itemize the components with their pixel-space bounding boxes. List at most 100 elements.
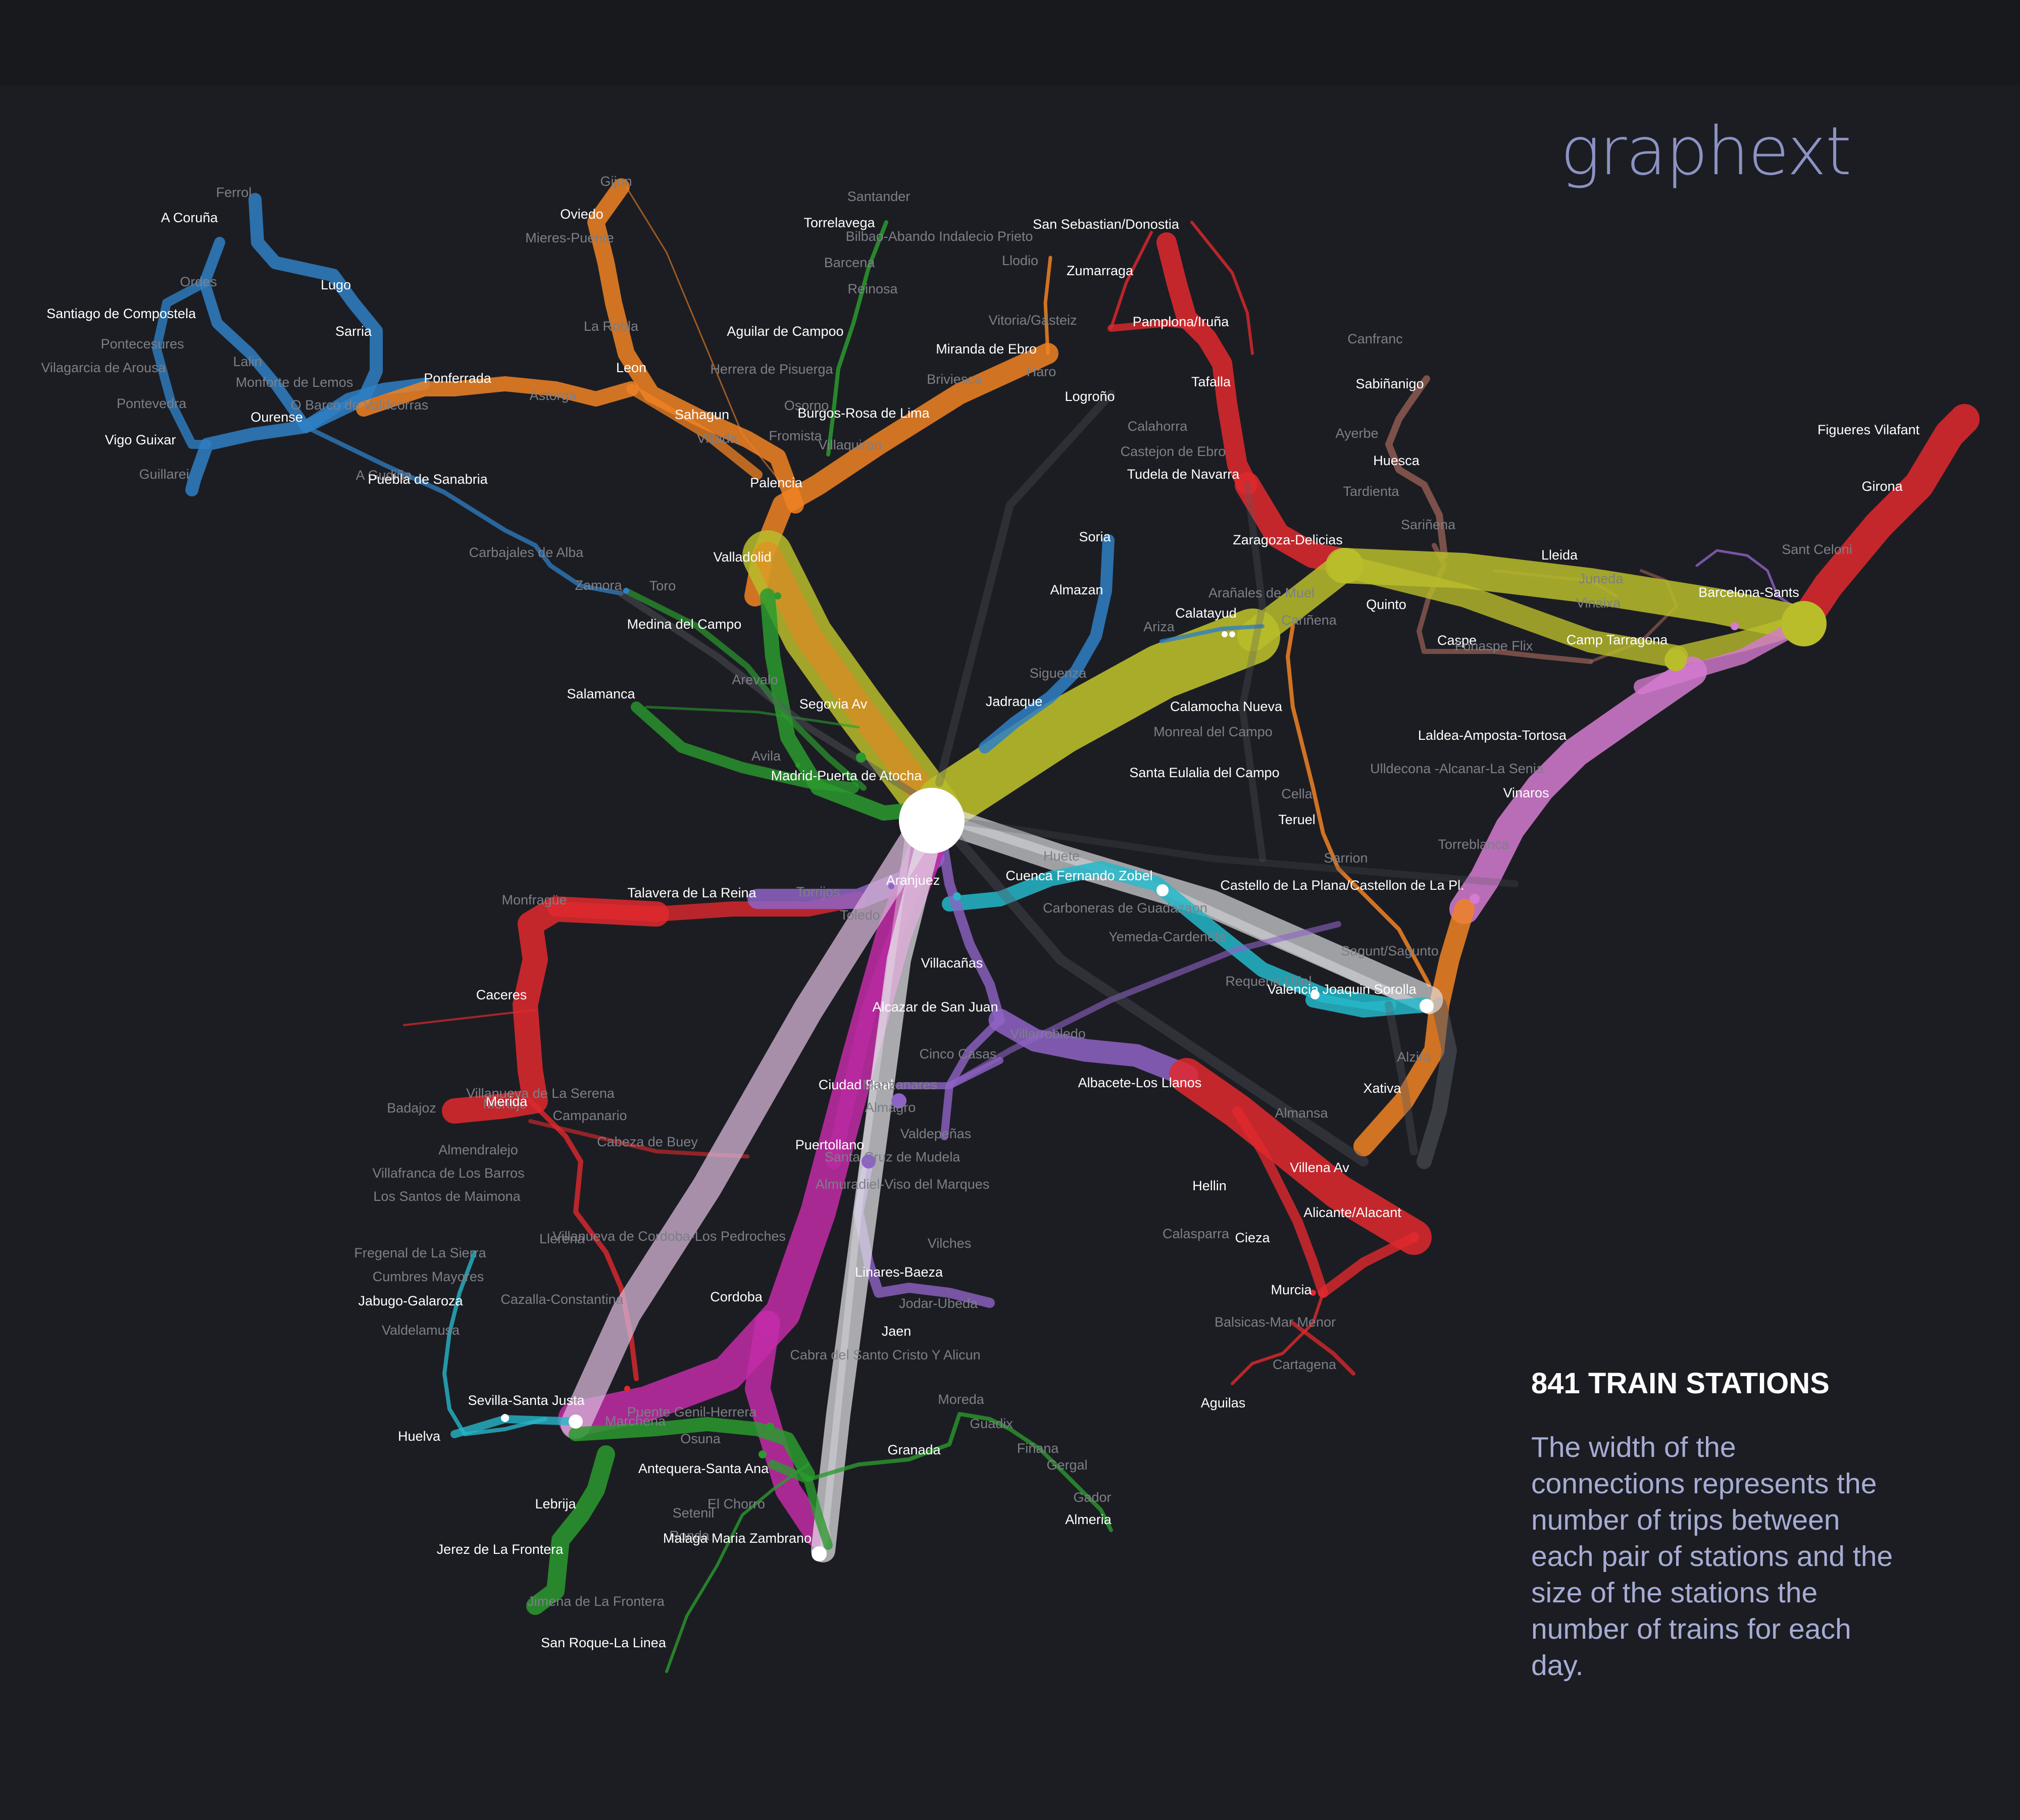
connection xyxy=(925,804,1443,1014)
station-label: Murcia xyxy=(1271,1282,1312,1297)
station-label: Zumarraga xyxy=(1067,263,1134,278)
station-label: Merida xyxy=(486,1094,528,1109)
station-label: Tardienta xyxy=(1343,484,1399,499)
station-label: Badajoz xyxy=(387,1100,436,1116)
station-node xyxy=(624,1386,630,1392)
station-label: Barcena xyxy=(824,255,876,270)
station-label: Almuradiel-Viso del Marques xyxy=(816,1177,990,1192)
connection xyxy=(917,609,1280,831)
connection xyxy=(934,818,1005,1025)
connection xyxy=(1043,256,1052,356)
station-label: Toledo xyxy=(840,907,880,923)
graphext-logo: graphext xyxy=(1560,113,1852,190)
connection xyxy=(442,1250,547,1436)
station-label: Ordes xyxy=(180,274,217,289)
station-node xyxy=(774,592,781,599)
station-label: Montijo xyxy=(483,1096,527,1111)
connection xyxy=(1305,992,1432,1018)
station-label: Llodio xyxy=(1002,253,1038,268)
station-label: Hellin xyxy=(1192,1178,1227,1193)
station-label: Avila xyxy=(751,748,781,764)
station-label: Aguilas xyxy=(1201,1395,1246,1410)
station-label: Cartagena xyxy=(1273,1357,1337,1372)
station-label: Malaga Maria Zambrano xyxy=(663,1531,812,1546)
station-label: Gador xyxy=(1073,1490,1111,1505)
connection xyxy=(152,278,212,449)
connection xyxy=(299,378,430,433)
station-node xyxy=(888,883,894,889)
station-label: Villena Av xyxy=(1290,1160,1349,1175)
station-label: Camp Tarragona xyxy=(1567,632,1669,647)
station-node xyxy=(501,1414,509,1422)
station-label: Teruel xyxy=(1278,812,1316,827)
station-node xyxy=(1409,1233,1419,1242)
station-label: Herrera de Pisuerga xyxy=(710,362,833,377)
connection xyxy=(1109,231,1153,330)
connection xyxy=(1286,624,1431,987)
station-label: Osuna xyxy=(680,1431,721,1446)
station-label: Vinaixa xyxy=(1576,595,1621,611)
station-label: Haro xyxy=(1027,364,1056,379)
connection xyxy=(1159,624,1265,643)
station-label: Briviesca xyxy=(927,372,983,387)
station-label: Tudela de Navarra xyxy=(1127,467,1240,482)
station-label: Arevalo xyxy=(732,672,778,687)
station-label: Almeria xyxy=(1065,1512,1112,1527)
station-label: A Gudiña xyxy=(356,468,412,483)
station-label: Santander xyxy=(847,189,911,204)
station-node xyxy=(812,1546,827,1561)
station-label: Lebrija xyxy=(535,1496,576,1511)
station-label: Tafalla xyxy=(1191,374,1231,389)
station-label: Ayerbe xyxy=(1335,426,1378,441)
station-label: Yemeda-Cardenete xyxy=(1108,929,1226,944)
station-label: Guillarei xyxy=(139,467,189,482)
station-label: Sahagun xyxy=(675,407,729,422)
station-label: A Coruña xyxy=(161,210,219,225)
station-node xyxy=(759,1450,767,1458)
station-label: Talavera de La Reina xyxy=(627,885,756,900)
station-label: Vinaros xyxy=(1503,785,1549,800)
connection xyxy=(1417,997,1457,1169)
station-label: Villanueva de La Serena xyxy=(466,1086,615,1101)
station-node xyxy=(899,788,965,853)
connection xyxy=(744,343,1058,606)
station-label: Santa Cruz de Mudela xyxy=(825,1149,961,1165)
station-label: Aguilar de Campoo xyxy=(727,324,843,339)
station-label: Gijon xyxy=(600,174,632,189)
station-label: Sariñena xyxy=(1401,517,1456,532)
station-label: Carbajales de Alba xyxy=(469,545,584,560)
connection xyxy=(979,534,1115,753)
station-node xyxy=(1420,999,1434,1013)
station-label: Torrijos xyxy=(796,884,840,899)
station-label: Torrelavega xyxy=(803,215,875,230)
station-label: Astorga xyxy=(529,388,577,403)
connection xyxy=(1169,1058,1432,1255)
station-node xyxy=(1310,990,1320,999)
station-label: Juneda xyxy=(1579,571,1624,586)
station-label: Almagro xyxy=(865,1100,916,1115)
connection xyxy=(1232,1106,1328,1298)
station-label: Monreal del Campo xyxy=(1153,724,1273,739)
connection xyxy=(303,424,624,596)
station-label: Vitoria/Gasteiz xyxy=(988,313,1077,328)
station-label: Puertollano xyxy=(795,1137,865,1152)
connection xyxy=(561,818,934,1439)
station-label: Cariñena xyxy=(1281,613,1337,628)
connection xyxy=(1237,555,1353,651)
connection xyxy=(442,896,669,1124)
station-node xyxy=(862,1154,876,1169)
station-label: Santiago de Compostela xyxy=(46,306,196,321)
station-node xyxy=(1222,631,1228,637)
connection xyxy=(356,376,639,417)
station-node xyxy=(1470,894,1480,904)
station-label: Quinto xyxy=(1366,597,1406,612)
connection xyxy=(753,541,948,822)
station-label: Cazalla-Constantina xyxy=(500,1292,624,1307)
station-label: Laldea-Amposta-Tortosa xyxy=(1418,728,1567,743)
connection xyxy=(934,813,1369,1167)
station-label: Alcazar de San Juan xyxy=(872,999,998,1015)
station-label: Albacete-Los Llanos xyxy=(1078,1075,1202,1090)
station-label: Castejon de Ebro xyxy=(1121,444,1226,459)
